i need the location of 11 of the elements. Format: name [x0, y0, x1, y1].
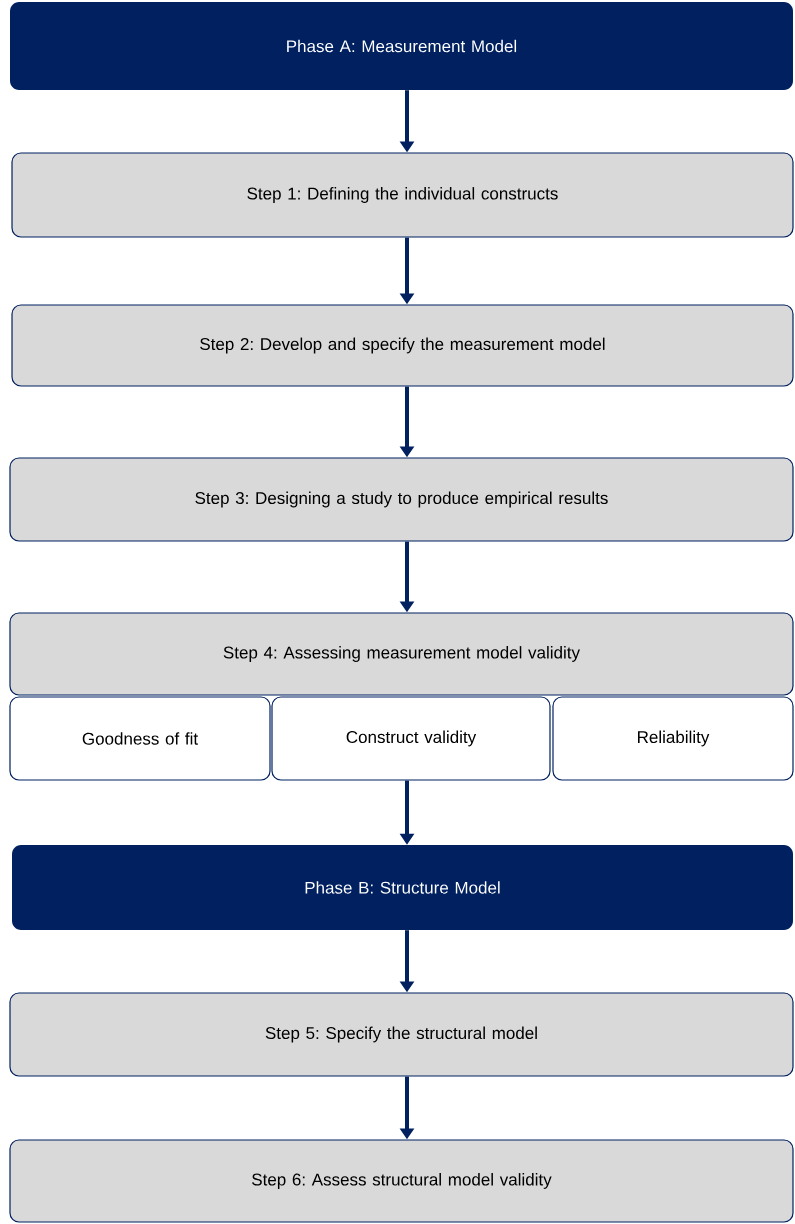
step-box: Step 6: Assess structural model validity [9, 1139, 794, 1223]
criterion-box: Construct validity [271, 696, 551, 781]
step-box: Step 2: Develop and specify the measurement model [11, 304, 794, 387]
phase-box: Phase B: Structure Model [12, 845, 793, 930]
step-box: Step 5: Specify the structural model [9, 992, 794, 1077]
criterion-box: Reliability [552, 696, 794, 781]
criterion-box: Goodness of fit [9, 696, 271, 781]
step-box: Step 4: Assessing measurement model validity [9, 612, 794, 696]
step-box: Step 3: Designing a study to produce empirical results [9, 457, 794, 542]
step-box: Step 1: Defining the individual constructs [11, 152, 794, 238]
phase-box: Phase A: Measurement Model [10, 2, 793, 90]
